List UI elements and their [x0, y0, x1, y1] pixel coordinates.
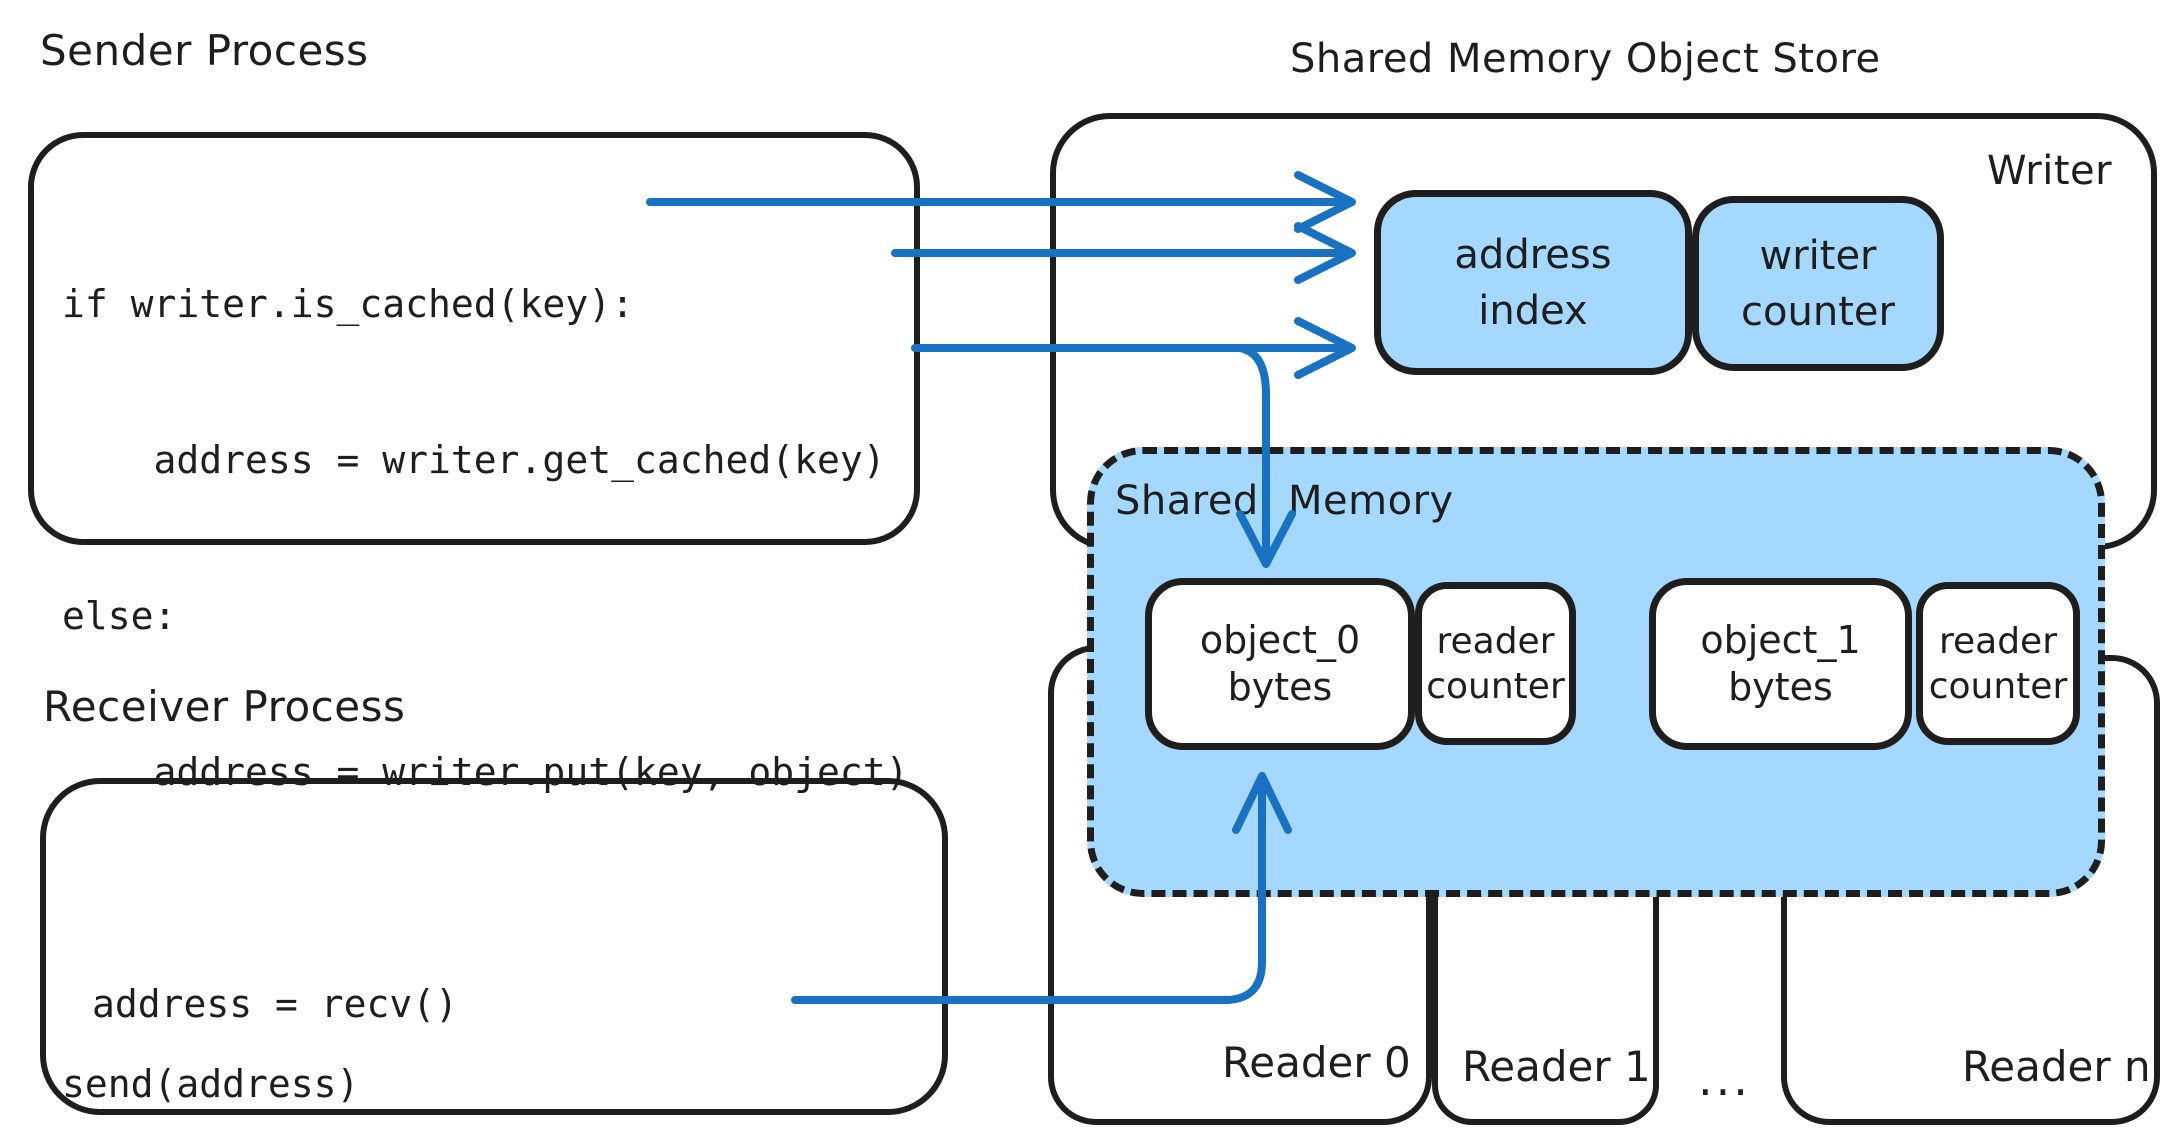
address-index-label: address index — [1454, 231, 1612, 334]
code-line: if writer.is_cached(key): — [62, 282, 634, 326]
readers-ellipsis: ... — [1698, 1052, 1751, 1106]
object-1-box: object_1 bytes — [1649, 578, 1912, 750]
code-line: address = writer.get_cached(key) — [62, 438, 886, 482]
reader-n-label: Reader n — [1962, 1042, 2151, 1091]
reader-0-label: Reader 0 — [1222, 1038, 1411, 1087]
sender-code: if writer.is_cached(key): address = writ… — [62, 174, 908, 1145]
reader-counter-0-box: reader counter — [1415, 582, 1576, 745]
object-0-box: object_0 bytes — [1145, 578, 1415, 750]
object-1-label: object_1 bytes — [1700, 617, 1861, 710]
reader-1-label: Reader 1 — [1462, 1042, 1651, 1091]
receiver-code: address = recv() object = reader_0.get(a… — [92, 874, 778, 1145]
sender-process-box — [28, 132, 920, 545]
writer-counter-label: writer counter — [1741, 232, 1895, 335]
receiver-title: Receiver Process — [43, 682, 406, 731]
sender-title: Sender Process — [40, 26, 369, 75]
writer-label: Writer — [1987, 148, 2113, 194]
code-line: address = recv() — [92, 982, 459, 1026]
code-line: send(address) — [62, 1062, 360, 1106]
code-line: address = writer.put(key, object) — [62, 750, 909, 794]
reader-counter-0-label: reader counter — [1426, 620, 1565, 707]
object-0-label: object_0 bytes — [1199, 617, 1361, 710]
code-line: else: — [62, 594, 177, 638]
writer-counter-box: writer counter — [1692, 196, 1944, 371]
address-index-box: address index — [1374, 190, 1692, 375]
code-line — [92, 1134, 778, 1145]
store-title: Shared Memory Object Store — [1290, 36, 1881, 82]
shared-memory-label: Shared Memory — [1115, 478, 1454, 524]
reader-counter-1-box: reader counter — [1916, 582, 2080, 745]
reader-counter-1-label: reader counter — [1928, 620, 2068, 707]
